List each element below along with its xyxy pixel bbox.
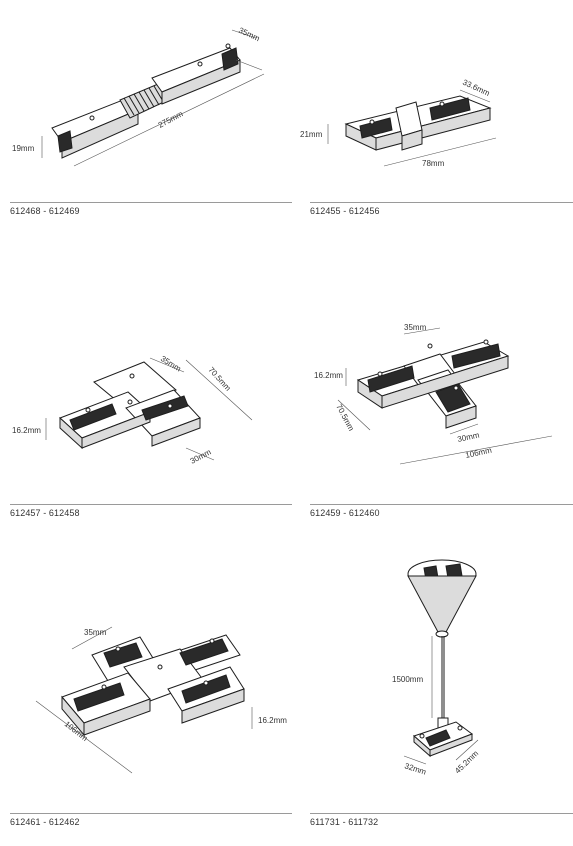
product-code: 612457 - 612458 xyxy=(10,508,80,518)
dim-label: 1500mm xyxy=(392,675,423,684)
straight-connector-diagram: 33.6mm 21mm 78mm xyxy=(300,70,570,200)
dim-label: 70.5mm xyxy=(207,365,233,393)
divider xyxy=(310,202,573,203)
divider xyxy=(310,504,573,505)
dim-label: 45.2mm xyxy=(453,749,480,776)
dim-label: 16.2mm xyxy=(12,426,41,435)
flexible-bellows xyxy=(119,83,169,119)
product-code: 612468 - 612469 xyxy=(10,206,80,216)
product-code: 612459 - 612460 xyxy=(310,508,380,518)
dim-label: 16.2mm xyxy=(258,716,287,725)
divider xyxy=(310,813,573,814)
dim-label: 30mm xyxy=(457,430,481,443)
dim-label: 33.6mm xyxy=(461,78,491,99)
dim-label: 78mm xyxy=(422,159,445,168)
dim-label: 35mm xyxy=(84,628,107,637)
divider xyxy=(10,202,292,203)
dim-label: 35mm xyxy=(237,26,261,44)
x-connector-diagram: 35mm 16.2mm 106mm xyxy=(0,615,290,800)
dim-label: 32mm xyxy=(403,761,427,777)
dim-label: 35mm xyxy=(159,354,183,374)
divider xyxy=(10,813,292,814)
l-connector-diagram: 35mm 70.5mm 16.2mm 30mm xyxy=(0,340,290,500)
dim-label: 275mm xyxy=(157,109,185,130)
dim-label: 16.2mm xyxy=(314,371,343,380)
flexible-connector-diagram: 35mm 275mm 19mm xyxy=(0,0,290,200)
dim-label: 30mm xyxy=(189,447,213,466)
dim-label: 19mm xyxy=(12,144,35,153)
product-code: 611731 - 611732 xyxy=(310,817,379,827)
product-code: 612455 - 612456 xyxy=(310,206,380,216)
suspension-kit-diagram: 1500mm 32mm 45.2mm xyxy=(300,550,570,800)
dim-label: 70.5mm xyxy=(334,403,356,433)
divider xyxy=(10,504,292,505)
dim-label: 35mm xyxy=(404,323,427,332)
product-code: 612461 - 612462 xyxy=(10,817,80,827)
dim-label: 106mm xyxy=(465,446,493,460)
t-connector-diagram: 35mm 16.2mm 70.5mm 30mm 106mm xyxy=(300,320,570,500)
dim-label: 21mm xyxy=(300,130,323,139)
